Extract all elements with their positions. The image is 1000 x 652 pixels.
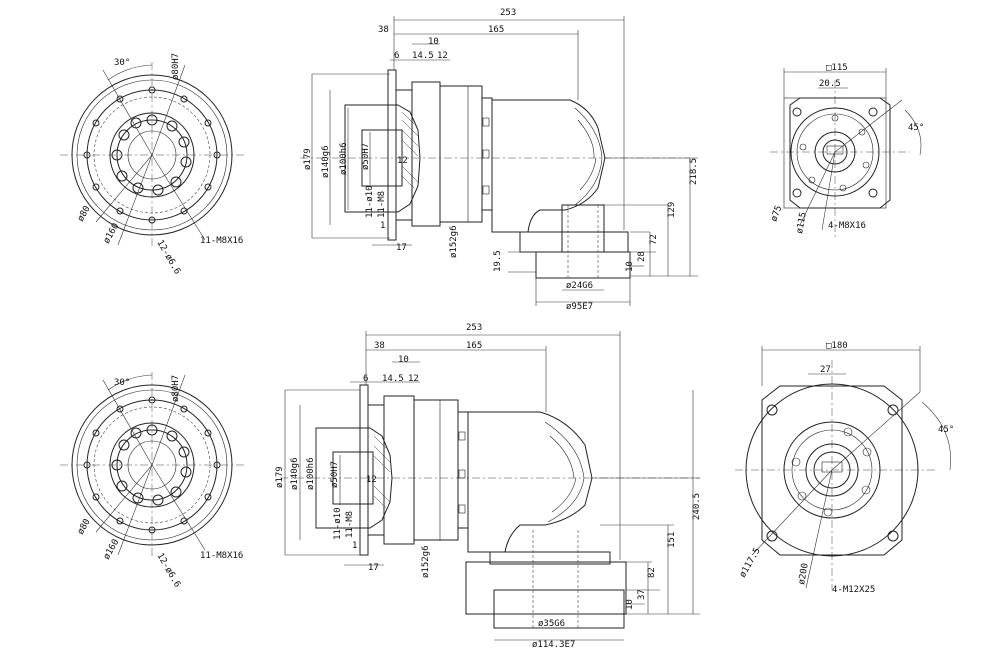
bottom-dim-overall: 253 (466, 323, 482, 333)
bottom-flange-d160: ø160 (102, 538, 122, 562)
top-dim-m8: 11-M8 (377, 191, 387, 218)
top-dim-1: 1 (380, 221, 385, 231)
top-side-view: 253 38 165 10 6 14.5 12 ø179 ø140g6 ø100… (300, 8, 699, 312)
bottom-dim-6: 6 (363, 374, 368, 384)
top-square-size: □115 (826, 63, 848, 73)
top-flange-d160: ø160 (102, 222, 122, 246)
bottom-flange-holes: 12-ø6.6 (154, 552, 182, 590)
top-dim-12b: 12 (397, 156, 408, 166)
top-flange-angle: 30° (114, 58, 130, 68)
bottom-dim-100: ø100h6 (306, 457, 316, 490)
top-dim-28: 28 (637, 251, 647, 262)
bottom-dim-35: ø35G6 (538, 619, 565, 629)
top-dim-10b: 10 (625, 261, 635, 272)
bottom-flange-view: 30° ø80H7 ø80 ø160 12-ø6.6 11-M8X16 (60, 372, 245, 589)
top-dim-152: ø152g6 (449, 225, 459, 258)
bottom-dim-12b: 12 (366, 475, 377, 485)
bottom-dim-38: 38 (374, 341, 385, 351)
bottom-side-view: 253 38 165 10 6 14.5 12 ø179 ø140g6 ø100… (275, 323, 702, 650)
bottom-dim-14-5: 14.5 (382, 374, 404, 384)
bottom-dim-240: 240.5 (692, 493, 702, 520)
top-square-d115: ø115 (795, 211, 809, 234)
bottom-dim-152: ø152g6 (421, 545, 431, 578)
top-flange-d80: ø80 (76, 204, 93, 223)
bottom-dim-1: 1 (352, 541, 357, 551)
bottom-dim-37: 37 (637, 589, 647, 600)
top-flange-view: 30° ø80H7 ø80 ø160 12-ø6.6 11-M8X16 (60, 53, 245, 276)
bottom-dim-10b: 10 (625, 599, 635, 610)
top-flange-holes: 12-ø6.6 (154, 239, 182, 277)
top-dim-14-5: 14.5 (412, 51, 434, 61)
bottom-dim-10: 10 (398, 355, 409, 365)
top-dim-6: 6 (394, 51, 399, 61)
bottom-flange-thread: 11-M8X16 (200, 551, 243, 561)
bottom-dim-m10: 11-ø10 (333, 507, 343, 540)
bottom-dim-165: 165 (466, 341, 482, 351)
top-dim-72: 72 (649, 234, 659, 245)
top-dim-179: ø179 (303, 148, 313, 170)
bottom-square-d117: ø117.5 (738, 546, 763, 579)
top-dim-140: ø140g6 (321, 145, 331, 178)
bottom-dim-50: ø50H7 (330, 461, 340, 488)
top-square-thread: 4-M8X16 (828, 221, 866, 231)
bottom-flange-angle: 30° (114, 378, 130, 388)
bottom-dim-151: 151 (667, 532, 677, 548)
top-dim-12: 12 (437, 51, 448, 61)
top-dim-100: ø100h6 (339, 142, 349, 175)
top-dim-17: 17 (396, 243, 407, 253)
bottom-square-key: 27 (820, 365, 831, 375)
bottom-square-size: □180 (826, 341, 848, 351)
bottom-dim-82: 82 (647, 567, 657, 578)
top-dim-overall: 253 (500, 8, 516, 18)
top-square-view: □115 20.5 45° ø75 ø115 4-M8X16 (769, 63, 924, 240)
bottom-flange-d80: ø80 (76, 517, 93, 536)
top-dim-218: 218.5 (689, 158, 699, 185)
top-square-angle: 45° (908, 123, 924, 133)
bottom-square-view: □180 27 45° ø117.5 ø200 4-M12X25 (735, 341, 954, 595)
bottom-square-d200: ø200 (797, 562, 811, 585)
bottom-flange-pcd: ø80H7 (171, 375, 181, 402)
bottom-dim-114: ø114.3E7 (532, 640, 575, 650)
bottom-dim-12: 12 (408, 374, 419, 384)
top-dim-19: 19.5 (493, 250, 503, 272)
bottom-dim-140: ø140g6 (290, 457, 300, 490)
top-dim-m10: 11-ø10 (365, 185, 375, 218)
bottom-dim-179: ø179 (275, 466, 285, 488)
top-dim-50: ø50H7 (361, 143, 371, 170)
top-dim-38: 38 (378, 25, 389, 35)
bottom-dim-m8: 11-M8 (345, 511, 355, 538)
top-dim-165: 165 (488, 25, 504, 35)
top-square-d75: ø75 (769, 204, 784, 223)
top-flange-pcd: ø80H7 (171, 53, 181, 80)
top-dim-95: ø95E7 (566, 302, 593, 312)
top-dim-24: ø24G6 (566, 281, 593, 291)
bottom-square-angle: 45° (938, 425, 954, 435)
bottom-square-thread: 4-M12X25 (832, 585, 875, 595)
top-dim-10: 10 (428, 37, 439, 47)
top-square-key: 20.5 (819, 79, 841, 89)
top-dim-129: 129 (667, 202, 677, 218)
top-flange-thread: 11-M8X16 (200, 236, 243, 246)
bottom-dim-17: 17 (368, 563, 379, 573)
